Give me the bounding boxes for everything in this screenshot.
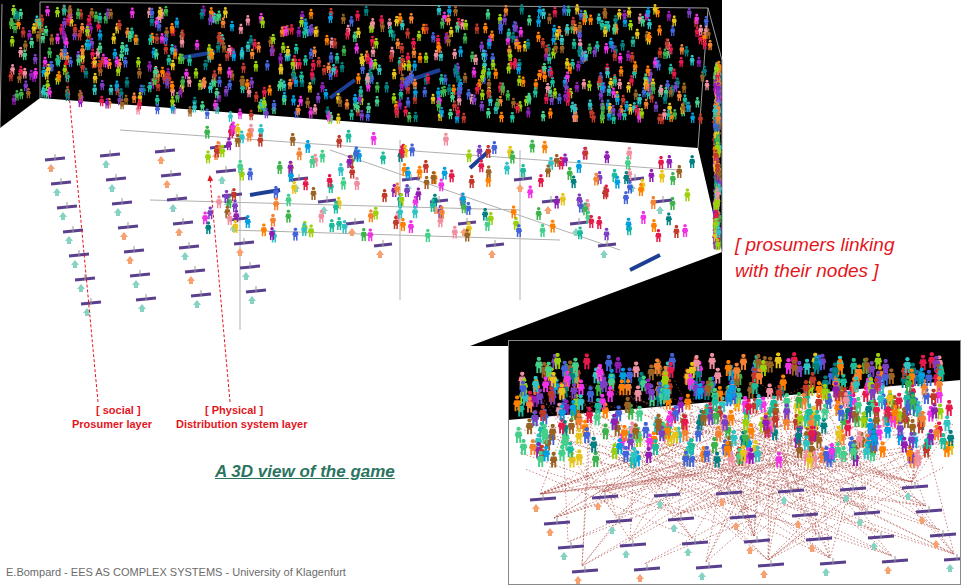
bus-bar <box>944 558 961 560</box>
